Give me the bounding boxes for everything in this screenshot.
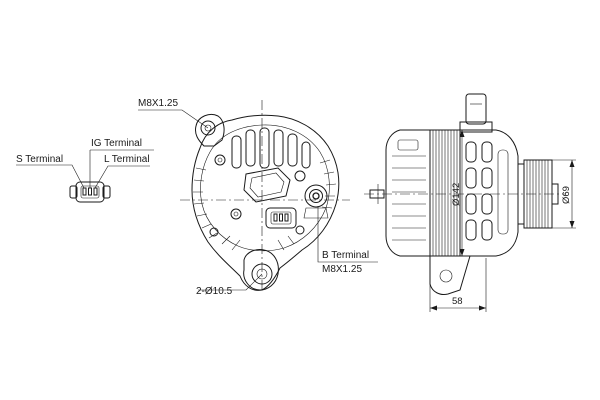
pulley-diameter-dimension: Ø69: [561, 186, 572, 204]
front-view-leaders: [138, 109, 378, 291]
rear-cover-ribs: [231, 127, 311, 169]
ig-terminal-label: IG Terminal: [91, 138, 142, 149]
side-view-dimensions: [429, 130, 576, 312]
front-view: [180, 100, 350, 291]
m8-top-label: M8X1.25: [138, 98, 178, 109]
l-terminal-label: L Terminal: [104, 154, 150, 165]
side-view: [364, 93, 566, 295]
body-diameter-dimension: Ø142: [451, 183, 462, 206]
width-dimension: 58: [452, 296, 463, 307]
b-terminal-label: B Terminal: [322, 250, 369, 261]
connector-leaders: [16, 149, 154, 189]
mount-holes-label: 2-Ø10.5: [196, 286, 233, 297]
front-housing-vents: [465, 141, 509, 241]
s-terminal-label: S Terminal: [16, 154, 63, 165]
m8-b-label: M8X1.25: [322, 264, 362, 275]
